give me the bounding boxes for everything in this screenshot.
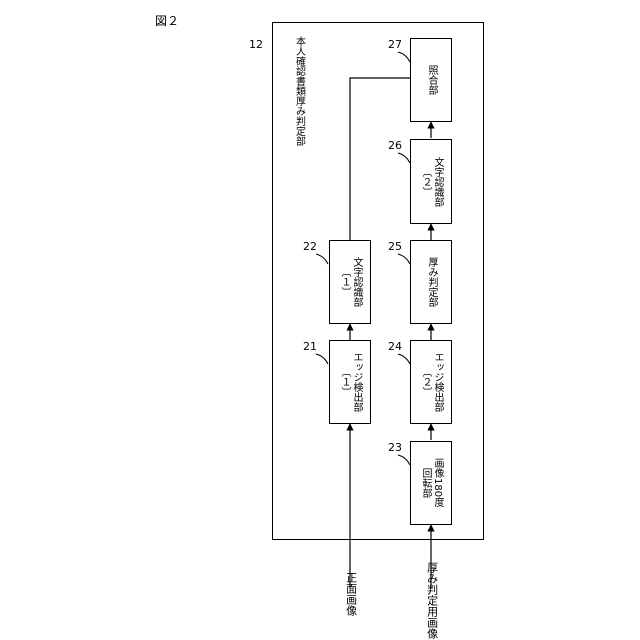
ref-26: 26 [388,139,402,152]
input-thickness-image: 厚み判定用画像 [425,562,438,639]
leader-24 [398,354,410,364]
leader-21 [316,354,328,364]
ref-25: 25 [388,240,402,253]
block-image-rotate-180: 画像180度回転部 [410,441,452,525]
ref-24: 24 [388,340,402,353]
block-ocr-2: 文字認識部〔２〕 [410,139,452,224]
leader-23 [398,455,410,465]
block-ocr-2-label: 文字認識部〔２〕 [419,157,443,207]
ref-27: 27 [388,38,402,51]
input-front-image: 正面画像 [344,572,357,616]
ref-22: 22 [303,240,317,253]
block-thickness-judgement: 厚み判定部 [410,240,452,324]
block-ocr-1-label: 文字認識部〔１〕 [338,257,362,307]
leader-22 [316,254,328,264]
block-edge-detect-2: エッジ検出部〔２〕 [410,340,452,424]
block-ocr-1: 文字認識部〔１〕 [329,240,371,324]
leader-25 [398,254,410,264]
leader-26 [398,153,410,163]
block-thickness-judgement-label: 厚み判定部 [425,257,437,307]
ref-23: 23 [388,441,402,454]
block-edge-detect-1: エッジ検出部〔１〕 [329,340,371,424]
ref-21: 21 [303,340,317,353]
leader-27 [398,52,410,62]
block-edge-detect-2-label: エッジ検出部〔２〕 [419,352,443,412]
block-matching-label: 照合部 [425,65,437,95]
block-edge-detect-1-label: エッジ検出部〔１〕 [338,352,362,412]
block-matching: 照合部 [410,38,452,122]
block-image-rotate-180-label: 画像180度回転部 [419,458,443,507]
